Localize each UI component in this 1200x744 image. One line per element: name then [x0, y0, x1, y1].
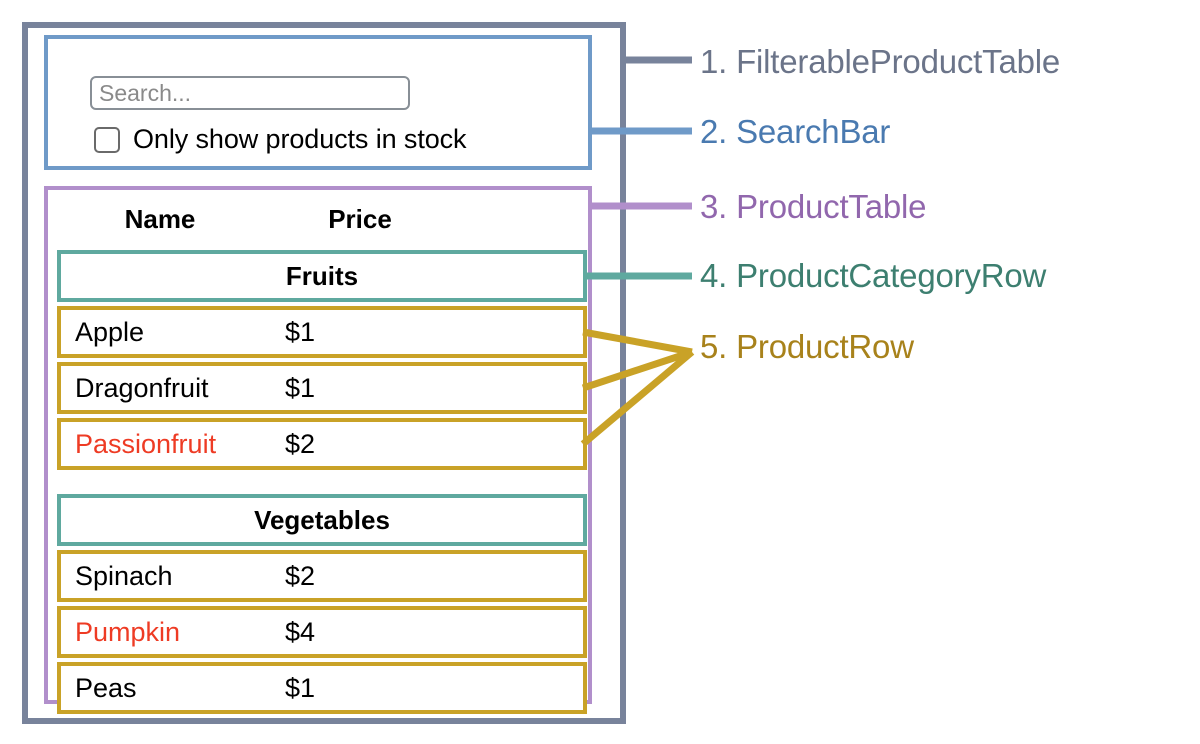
product-name-cell: Peas: [75, 672, 137, 703]
product-price-cell: $1: [285, 316, 316, 347]
product-category-row: Vegetables: [57, 494, 587, 546]
product-table-header: Name Price: [60, 196, 580, 242]
product-name-cell: Apple: [75, 316, 145, 347]
product-price-cell: $2: [285, 560, 316, 591]
product-price-cell: $4: [285, 616, 316, 647]
section-spacer: [57, 474, 587, 494]
column-header-price: Price: [328, 203, 392, 234]
search-input[interactable]: [90, 76, 410, 110]
legend-item-filterable-product-table: 1. FilterableProductTable: [700, 43, 1061, 80]
product-row: Peas $1: [57, 662, 587, 714]
legend-item-product-table: 3. ProductTable: [700, 188, 927, 225]
product-row: Pumpkin $4: [57, 606, 587, 658]
search-bar-boundary: [44, 35, 592, 170]
product-row: Dragonfruit $1: [57, 362, 587, 414]
legend-item-product-category-row: 4. ProductCategoryRow: [700, 257, 1047, 294]
product-name-cell: Spinach: [75, 560, 173, 591]
product-row: Passionfruit $2: [57, 418, 587, 470]
product-category-row: Fruits: [57, 250, 587, 302]
only-in-stock-checkbox[interactable]: [94, 126, 120, 153]
only-in-stock-label: Only show products in stock: [133, 124, 467, 154]
product-price-cell: $2: [285, 428, 316, 459]
product-price-cell: $1: [285, 372, 316, 403]
legend-item-product-row: 5. ProductRow: [700, 328, 914, 365]
product-price-cell: $1: [285, 672, 316, 703]
column-header-name: Name: [124, 203, 196, 234]
stock-filter-row[interactable]: Only show products in stock: [94, 124, 467, 155]
product-row: Spinach $2: [57, 550, 587, 602]
product-name-cell: Passionfruit: [75, 428, 217, 459]
product-row: Apple $1: [57, 306, 587, 358]
product-name-cell: Pumpkin: [75, 616, 181, 647]
product-name-cell: Dragonfruit: [75, 372, 209, 403]
legend-item-search-bar: 2. SearchBar: [700, 113, 891, 150]
